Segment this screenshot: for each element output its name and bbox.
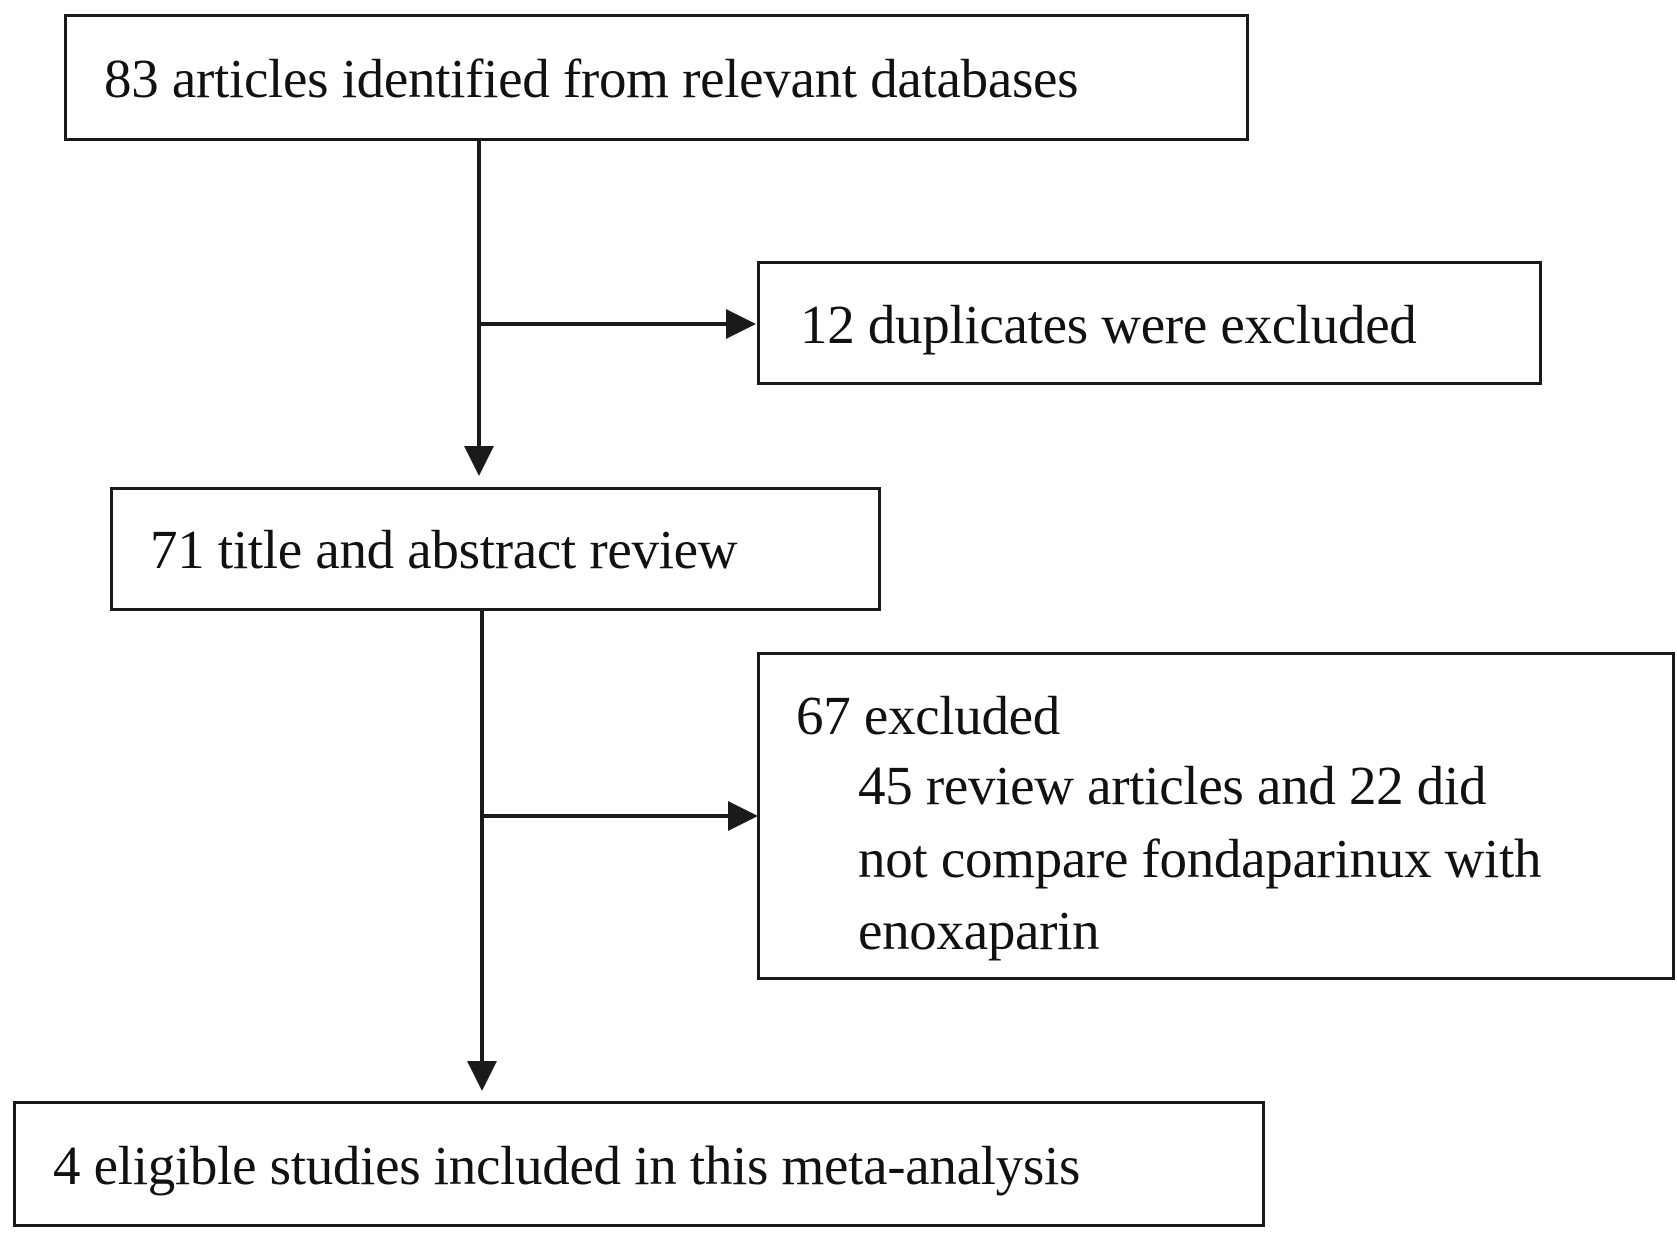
arrowhead-included bbox=[467, 1061, 497, 1091]
arrowhead-duplicates bbox=[726, 309, 756, 339]
identified-text: 83 articles identified from relevant dat… bbox=[104, 48, 1079, 109]
duplicates-box: 12 duplicates were excluded bbox=[757, 261, 1542, 385]
arrowhead-excluded bbox=[728, 801, 758, 831]
excluded-heading: 67 excluded bbox=[796, 685, 1060, 746]
screened-box: 71 title and abstract review bbox=[110, 487, 881, 611]
excluded-line-3: enoxaparin bbox=[858, 900, 1100, 961]
identified-box: 83 articles identified from relevant dat… bbox=[64, 14, 1249, 141]
included-box: 4 eligible studies included in this meta… bbox=[13, 1101, 1265, 1227]
excluded-box: 67 excluded 45 review articles and 22 di… bbox=[757, 652, 1675, 980]
duplicates-text: 12 duplicates were excluded bbox=[800, 294, 1417, 355]
arrowhead-screened bbox=[464, 446, 494, 476]
excluded-line-1: 45 review articles and 22 did bbox=[858, 755, 1487, 816]
included-text: 4 eligible studies included in this meta… bbox=[53, 1135, 1081, 1196]
excluded-line-2: not compare fondaparinux with bbox=[858, 828, 1542, 889]
screened-text: 71 title and abstract review bbox=[150, 519, 738, 580]
